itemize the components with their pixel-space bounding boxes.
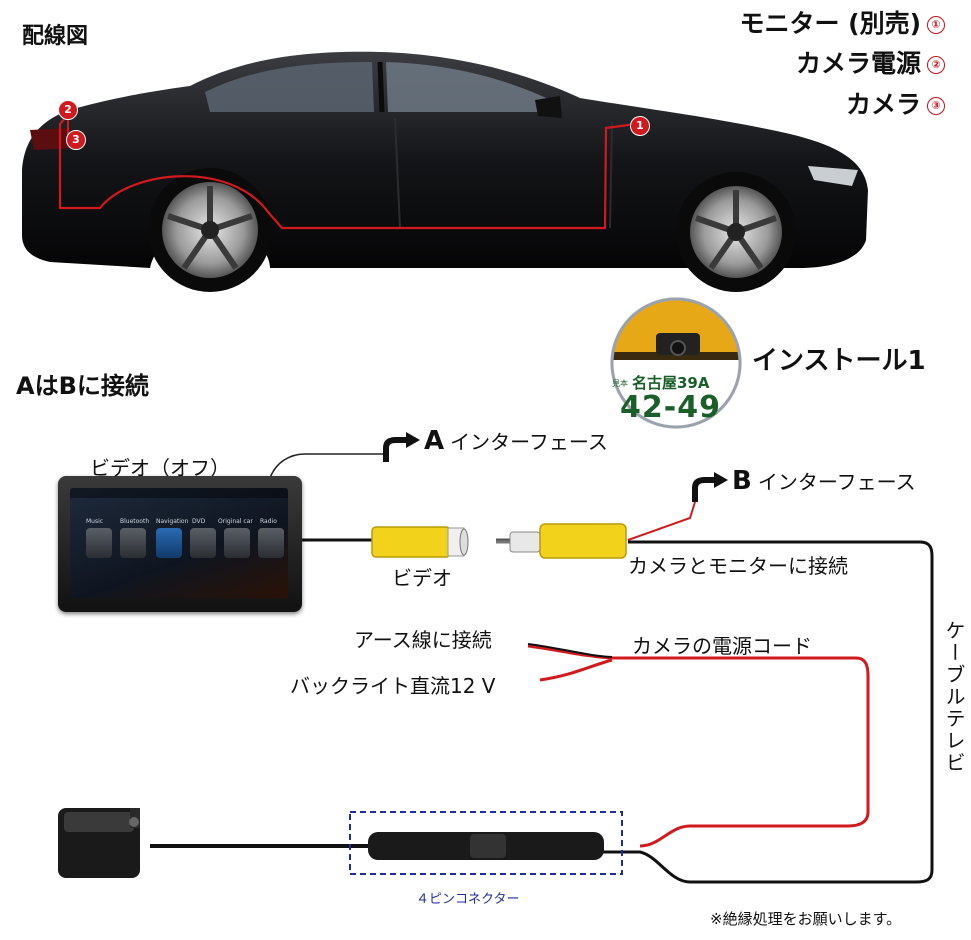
earth-label: アース線に接続 <box>354 628 492 652</box>
monitor-screen: Music Bluetooth Navigation DVD Original … <box>70 488 288 598</box>
rear-wheel <box>148 168 272 292</box>
monitor: Music Bluetooth Navigation DVD Original … <box>58 476 302 612</box>
radio-icon <box>258 528 284 558</box>
car-badge-2: 2 <box>58 100 78 120</box>
legend-camera: カメラ ③ <box>846 85 945 121</box>
rca-male-connector <box>496 523 627 559</box>
rca-female-connector <box>371 526 469 558</box>
legend-camera-power: カメラ電源 ② <box>796 44 945 80</box>
car-mirror <box>535 96 562 118</box>
legend-monitor: モニター (別売) ① <box>739 4 945 40</box>
dvd-icon <box>190 528 216 558</box>
rear-camera <box>58 808 140 878</box>
legend-num-3: ③ <box>927 97 945 115</box>
b-interface-text: インターフェース <box>757 470 916 494</box>
app-label-music: Music <box>86 518 104 525</box>
install-label: インストール1 <box>752 346 926 376</box>
navigation-icon <box>156 528 182 558</box>
camera-monitor-label: カメラとモニターに接続 <box>628 554 848 578</box>
backlight-label: バックライト直流12 V <box>290 674 496 698</box>
car-illustration <box>22 51 868 292</box>
connector-label: ４ピンコネクター <box>416 892 520 907</box>
car-window-rear <box>205 62 374 112</box>
video-label: ビデオ <box>392 566 452 590</box>
legend-num-2: ② <box>927 56 945 74</box>
cables <box>150 432 934 884</box>
car-headlight <box>808 166 858 186</box>
car-window-front <box>386 62 555 112</box>
a-letter: A <box>424 426 445 456</box>
car-taillight <box>30 128 74 150</box>
bluetooth-icon <box>120 528 146 558</box>
legend-camera-text: カメラ <box>845 90 921 119</box>
music-icon <box>86 528 112 558</box>
plate-line1: 名古屋39A <box>632 374 710 392</box>
legend-camera-power-text: カメラ電源 <box>795 49 921 78</box>
app-label-dvd: DVD <box>192 518 206 525</box>
plate-small: 見本 <box>612 379 628 388</box>
four-pin-connector <box>349 811 623 875</box>
power-cord-label: カメラの電源コード <box>632 634 812 658</box>
diagram-title: 配線図 <box>22 24 89 49</box>
cable-label: ケーブルテレビ <box>942 620 966 774</box>
a-to-b-label: AはBに接続 <box>16 372 149 400</box>
legend-monitor-text: モニター (別売) <box>739 9 921 38</box>
install-photo <box>610 297 742 429</box>
screen-status-bar <box>70 488 288 498</box>
b-letter: B <box>732 466 752 496</box>
app-label-radio: Radio <box>260 518 277 525</box>
front-wheel <box>676 172 796 292</box>
insulation-note: ※絶縁処理をお願いします。 <box>710 910 902 928</box>
app-label-bluetooth: Bluetooth <box>120 518 150 525</box>
original-car-icon <box>224 528 250 558</box>
car-wiring-path <box>58 111 637 230</box>
app-label-navigation: Navigation <box>156 518 189 525</box>
app-label-original-car: Original car <box>218 518 253 525</box>
plate-line2: 42-49 <box>620 390 721 425</box>
a-interface-text: インターフェース <box>450 430 608 454</box>
car-badge-1: 1 <box>630 116 650 136</box>
legend-num-1: ① <box>927 16 945 34</box>
car-badge-3: 3 <box>66 130 86 150</box>
